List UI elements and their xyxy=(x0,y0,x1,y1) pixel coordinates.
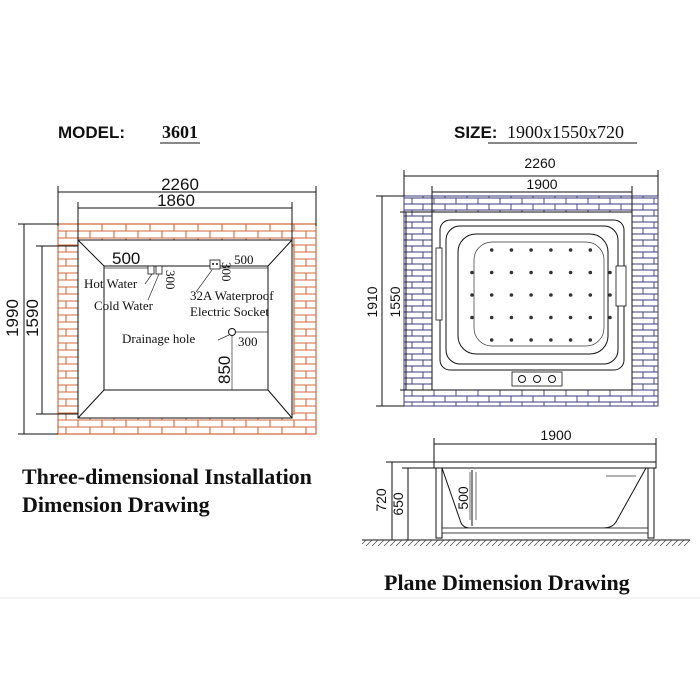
plan-dim-outer-height: 1910 xyxy=(364,286,380,317)
jet-icon xyxy=(509,315,514,320)
jet-icon xyxy=(509,293,514,297)
jet-icon xyxy=(568,270,573,275)
jet-icon xyxy=(529,248,533,252)
side-frame-right-leg xyxy=(647,467,655,539)
installation-dim-water-offset: 500 xyxy=(112,249,140,268)
jet-icon xyxy=(568,315,573,320)
jet-icon xyxy=(470,270,474,275)
jet-icon xyxy=(588,338,593,342)
jet-icon xyxy=(588,248,593,252)
plan-drawing: 2260 1900 1910 1550 xyxy=(364,155,659,407)
electric-socket-icon xyxy=(209,259,221,270)
side-frame-left-leg xyxy=(435,467,443,539)
jet-grid xyxy=(470,248,612,342)
header: MODEL: 3601 SIZE: 1900x1550x720 xyxy=(58,122,637,144)
installation-caption-line1: Three-dimensional Installation xyxy=(22,464,312,489)
installation-dim-drain-height: 850 xyxy=(215,356,234,384)
installation-pit-outer xyxy=(77,239,293,419)
jet-icon xyxy=(549,315,553,320)
plan-dim-outer-width: 2260 xyxy=(524,155,555,171)
jet-icon xyxy=(549,338,553,342)
side-tub-shell xyxy=(441,467,647,529)
side-dim-width: 1900 xyxy=(540,427,571,443)
jet-icon xyxy=(608,293,612,297)
drainage-label: Drainage hole xyxy=(122,331,196,346)
size-label: SIZE: xyxy=(454,123,497,142)
plan-dim-tub-width: 1900 xyxy=(526,176,557,192)
jet-icon xyxy=(489,248,494,252)
installation-dim-outer-width: 2260 xyxy=(161,175,199,194)
jet-icon xyxy=(549,293,553,297)
jet-icon xyxy=(549,248,553,252)
jet-icon xyxy=(608,315,612,320)
cold-water-valve-icon xyxy=(155,265,163,275)
ground-hatch xyxy=(362,540,690,546)
size-value: 1900x1550x720 xyxy=(507,122,624,142)
jet-icon xyxy=(608,270,612,275)
jet-icon xyxy=(470,315,474,320)
socket-label-line2: Electric Socket xyxy=(190,304,269,319)
side-frame-base xyxy=(441,527,649,534)
installation-dim-socket-height: 300 xyxy=(219,262,234,282)
jet-icon xyxy=(568,338,573,342)
jet-icon xyxy=(588,270,593,275)
control-knob-icon xyxy=(518,375,526,383)
cold-water-label: Cold Water xyxy=(94,298,154,313)
jet-icon xyxy=(529,315,533,320)
side-caption: Plane Dimension Drawing xyxy=(384,570,630,595)
control-panel xyxy=(511,371,563,387)
installation-drawing: 2260 1860 1990 1590 500 300 Hot Water Co… xyxy=(3,175,317,517)
side-tub-rim xyxy=(433,461,657,469)
jet-icon xyxy=(529,270,533,275)
jet-icon xyxy=(509,338,514,342)
side-dim-frame-height: 650 xyxy=(390,492,406,516)
jet-icon xyxy=(588,293,593,297)
plan-pillow xyxy=(615,265,627,307)
socket-label-line1: 32A Waterproof xyxy=(190,288,274,303)
jet-icon xyxy=(470,293,474,297)
jet-icon xyxy=(588,315,593,320)
control-knob-icon xyxy=(548,375,556,383)
installation-dim-inner-width: 1860 xyxy=(157,191,195,210)
installation-dim-inner-height: 1590 xyxy=(23,299,42,337)
installation-pit-floor xyxy=(103,265,269,391)
hot-water-valve-icon xyxy=(147,265,155,275)
plan-tub-basin xyxy=(457,233,609,355)
jet-icon xyxy=(489,270,494,275)
jet-icon xyxy=(489,293,494,297)
jet-icon xyxy=(509,270,514,275)
jet-icon xyxy=(489,315,494,320)
installation-dim-outer-height: 1990 xyxy=(3,299,22,337)
side-dim-tub-depth: 500 xyxy=(455,486,471,510)
jet-icon xyxy=(568,293,573,297)
side-drawing: 1900 720 650 500 Plane Dimension Drawing xyxy=(362,427,690,595)
side-dim-total-height: 720 xyxy=(373,488,389,512)
jet-icon xyxy=(489,338,494,342)
installation-caption-line2: Dimension Drawing xyxy=(22,492,210,517)
installation-dim-drain-offset: 300 xyxy=(238,334,258,349)
jet-icon xyxy=(549,270,553,275)
jet-icon xyxy=(529,293,533,297)
hot-water-label: Hot Water xyxy=(84,276,138,291)
plan-dim-tub-height: 1550 xyxy=(387,286,403,317)
model-value: 3601 xyxy=(162,122,198,142)
plan-left-rail xyxy=(435,247,443,321)
jet-icon xyxy=(529,338,533,342)
installation-dim-socket-offset: 500 xyxy=(234,252,254,267)
model-label: MODEL: xyxy=(58,123,125,142)
jet-icon xyxy=(568,248,573,252)
installation-dim-hot-water-height: 300 xyxy=(163,270,178,290)
control-knob-icon xyxy=(533,375,541,383)
jet-icon xyxy=(509,248,514,252)
drainage-hole-icon xyxy=(228,328,236,336)
